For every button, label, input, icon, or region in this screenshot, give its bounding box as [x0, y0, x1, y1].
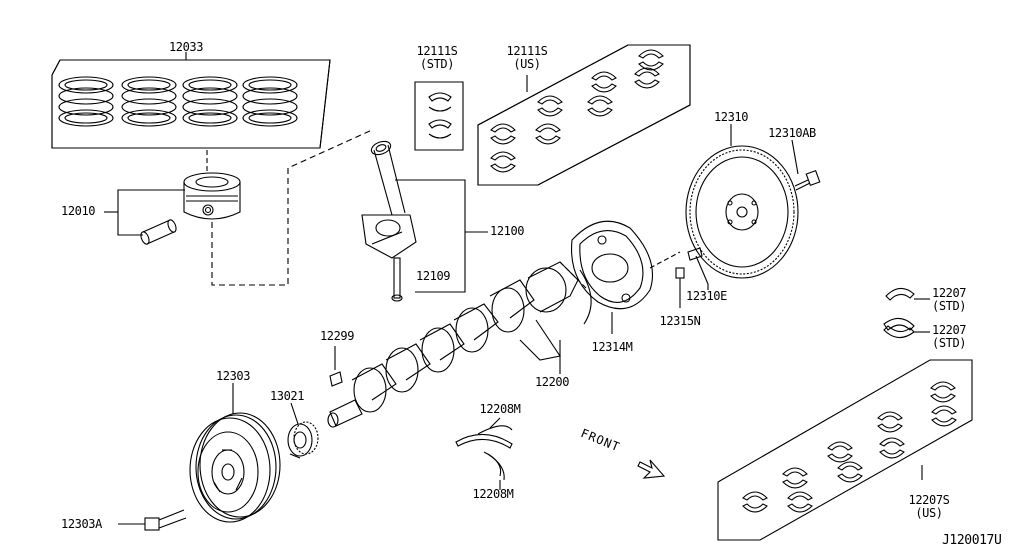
signal-plate-bolt — [675, 267, 685, 300]
flywheel-bolt — [794, 169, 821, 191]
label-12314m: 12314M — [591, 340, 633, 354]
crank-sprocket — [287, 421, 319, 459]
front-direction-arrow — [637, 459, 666, 479]
piston-ring-set — [51, 59, 331, 149]
piston-pin — [140, 219, 177, 245]
conrod-bearing-us-box — [477, 44, 691, 186]
pulley-bolt — [144, 509, 187, 531]
label-12303: 12303 — [215, 369, 251, 383]
flywheel — [685, 145, 799, 279]
crank-pulley — [189, 412, 281, 523]
main-bearing-std — [883, 287, 915, 339]
piston — [183, 172, 241, 220]
label-12207-2: 12207 (STD) — [932, 323, 967, 350]
label-12207s: 12207S (US) — [908, 493, 950, 520]
label-12310ab: 12310AB — [768, 126, 816, 140]
diagram-code: J120017U — [942, 533, 1002, 548]
connecting-rod — [361, 140, 417, 259]
label-12100: 12100 — [490, 224, 525, 238]
label-13021: 13021 — [269, 389, 305, 403]
crankshaft — [327, 261, 592, 428]
label-12033: 12033 — [168, 40, 204, 54]
woodruff-key — [329, 371, 343, 387]
label-12303a: 12303A — [61, 517, 102, 531]
thrust-washers — [455, 425, 513, 481]
label-12200: 12200 — [534, 375, 570, 389]
label-12208m-bottom: 12208M — [472, 487, 514, 501]
label-12207-1: 12207 (STD) — [932, 286, 967, 313]
label-12010: 12010 — [61, 204, 96, 218]
main-bearing-us-box — [717, 359, 973, 541]
label-12109: 12109 — [416, 269, 451, 283]
rod-bolts — [391, 257, 403, 302]
label-12111s-us: 12111S (US) — [506, 44, 548, 71]
label-12315n: 12315N — [659, 314, 701, 328]
label-12310e: 12310E — [686, 289, 727, 303]
conrod-bearing-std-box — [414, 81, 464, 151]
label-12111s-std: 12111S (STD) — [416, 44, 458, 71]
label-12310: 12310 — [713, 110, 749, 124]
signal-plate — [570, 220, 654, 310]
label-12208m-top: 12208M — [479, 402, 521, 416]
label-12299: 12299 — [319, 329, 355, 343]
